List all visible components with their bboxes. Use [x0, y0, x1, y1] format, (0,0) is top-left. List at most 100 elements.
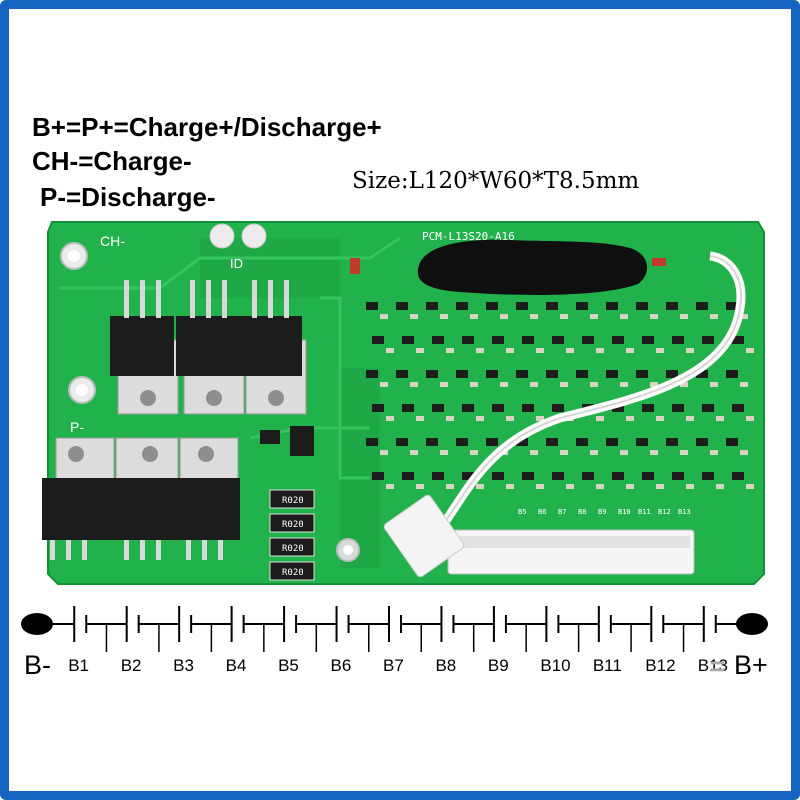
cell-label: B13 [697, 656, 729, 675]
smd-resistor [680, 314, 688, 319]
svg-text:R020: R020 [282, 544, 304, 554]
smd-resistor [650, 450, 658, 455]
smd-resistor [536, 348, 544, 353]
smd-resistor [686, 348, 694, 353]
smd-resistor [410, 450, 418, 455]
smd-resistor [620, 450, 628, 455]
smd-chip [552, 404, 564, 412]
smd-resistor [686, 484, 694, 489]
pin-label: B5 [518, 508, 526, 516]
smd-chip [396, 370, 408, 378]
smd-component-grid [366, 302, 754, 489]
smd-chip [462, 336, 474, 344]
smd-chip [696, 438, 708, 446]
smd-resistor [650, 314, 658, 319]
smd-resistor [746, 348, 754, 353]
smd-chip [732, 472, 744, 480]
smd-chip [666, 438, 678, 446]
cell-label: B9 [487, 656, 509, 675]
smd-chip [636, 438, 648, 446]
smd-chip [372, 472, 384, 480]
mosfet-row-bottom [42, 437, 240, 560]
smd-chip [636, 370, 648, 378]
smd-chip [552, 336, 564, 344]
smd-chip [492, 336, 504, 344]
smd-chip [432, 336, 444, 344]
legend-line-1: B+=P+=Charge+/Discharge+ [32, 112, 382, 142]
legend-line-2: CH-=Charge- [32, 146, 192, 176]
smd-chip [672, 472, 684, 480]
smd-resistor [746, 416, 754, 421]
smd-resistor [446, 348, 454, 353]
smd-chip [666, 370, 678, 378]
smd-chip [396, 302, 408, 310]
smd-chip [576, 370, 588, 378]
smd-resistor [380, 382, 388, 387]
smd-chip [666, 302, 678, 310]
smd-chip [366, 370, 378, 378]
smd-resistor [410, 382, 418, 387]
smd-resistor [596, 348, 604, 353]
smd-resistor [680, 450, 688, 455]
smd-chip [582, 472, 594, 480]
smd-resistor [380, 450, 388, 455]
cell-label: B5 [278, 656, 299, 675]
cell-label: B12 [645, 656, 676, 675]
smd-resistor [560, 314, 568, 319]
smd-resistor [386, 484, 394, 489]
smd-chip [642, 404, 654, 412]
smd-chip [372, 336, 384, 344]
smd-resistor [506, 348, 514, 353]
equals-sign: = [710, 651, 726, 681]
pin-label: B7 [558, 508, 566, 516]
b-minus-label: B- [24, 650, 51, 680]
smd-chip [402, 404, 414, 412]
smd-chip [366, 302, 378, 310]
smd-resistor [656, 348, 664, 353]
smd-resistor [386, 348, 394, 353]
svg-text:R020: R020 [282, 568, 304, 578]
pin-label: B8 [578, 508, 586, 516]
balance-connector [447, 529, 695, 575]
smd-resistor [440, 450, 448, 455]
smd-resistor [470, 450, 478, 455]
smd-resistor [746, 484, 754, 489]
smd-resistor [440, 314, 448, 319]
smd-chip [456, 302, 468, 310]
smd-resistor [446, 484, 454, 489]
smd-resistor [710, 450, 718, 455]
smd-resistor [626, 416, 634, 421]
size-spec: Size:L120*W60*T8.5mm [352, 168, 640, 194]
smd-chip [522, 336, 534, 344]
smd-chip [426, 302, 438, 310]
smd-chip [732, 404, 744, 412]
smd-resistor [710, 382, 718, 387]
smd-resistor [650, 382, 658, 387]
smd-chip [546, 438, 558, 446]
smd-resistor [740, 314, 748, 319]
smd-chip [702, 404, 714, 412]
smd-chip [456, 370, 468, 378]
smd-resistor [530, 382, 538, 387]
smd-chip [726, 370, 738, 378]
cell-label: B6 [330, 656, 352, 675]
smd-resistor [476, 416, 484, 421]
smd-chip [606, 438, 618, 446]
smd-resistor [416, 348, 424, 353]
smd-resistor [410, 314, 418, 319]
smd-resistor [710, 314, 718, 319]
smd-chip [486, 438, 498, 446]
smd-chip [702, 472, 714, 480]
smd-resistor [440, 382, 448, 387]
pin-label: B12 [658, 508, 671, 516]
smd-chip [372, 404, 384, 412]
id-label: ID [230, 256, 243, 271]
pin-label: B10 [618, 508, 631, 516]
pin-label: B6 [538, 508, 546, 516]
pin-label: B13 [678, 508, 691, 516]
cell-label: B10 [540, 656, 571, 675]
smd-resistor [716, 484, 724, 489]
smd-chip [522, 404, 534, 412]
sense-resistors: R020 R020 R020 R020 [269, 489, 315, 581]
